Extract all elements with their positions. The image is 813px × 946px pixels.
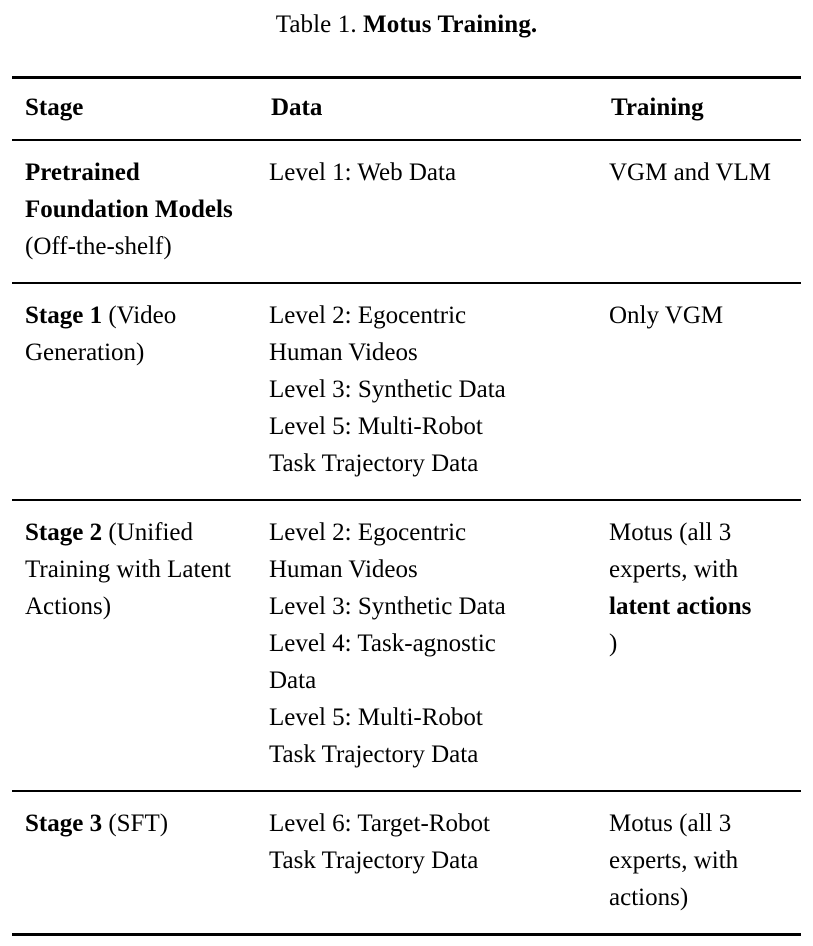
stage-qualifier: (Video Generation): [25, 302, 177, 366]
table-row: Stage 3 (SFT) Level 6: Target-Robot Task…: [12, 790, 801, 935]
training-line: Only VGM: [609, 302, 724, 329]
data-line: Level 5: Multi-Robot: [269, 413, 483, 440]
table-header: Stage Data Training: [12, 76, 801, 140]
table-header-row: Stage Data Training: [12, 76, 801, 140]
bottom-rule: [258, 933, 598, 937]
training-tail: ): [609, 630, 618, 657]
data-line: Level 5: Multi-Robot: [269, 704, 483, 731]
cell-training: Motus (all 3 experts, with actions): [598, 790, 801, 935]
table-row: Pretrained Foundation Models (Off-the-sh…: [12, 139, 801, 283]
stage-qualifier: (Unified Training with Latent Actions): [25, 519, 232, 620]
table-row: Stage 1 (Video Generation) Level 2: Egoc…: [12, 282, 801, 500]
data-line: Level 1: Web Data: [269, 159, 457, 186]
table-bottom-rule-row: [12, 933, 801, 937]
training-line-emphasis: latent actions): [609, 588, 791, 662]
data-line: Level 3: Synthetic Data: [269, 593, 506, 620]
motus-training-table: Stage Data Training Pretrained Foundatio…: [12, 76, 801, 937]
bottom-rule: [12, 933, 258, 937]
caption-title: Motus Training.: [363, 11, 538, 38]
data-line-list: Level 1: Web Data: [269, 154, 588, 191]
training-line-list: VGM and VLM: [609, 154, 791, 191]
data-line: Level 4: Task-agnostic: [269, 630, 496, 657]
data-line-list: Level 6: Target-Robot Task Trajectory Da…: [269, 805, 588, 879]
stage-qualifier: (Off-the-shelf): [25, 233, 172, 260]
training-bold-segment: latent actions: [609, 593, 752, 620]
training-line-list: Motus (all 3 experts, with latent action…: [609, 514, 791, 662]
data-line: Level 6: Target-Robot: [269, 810, 490, 837]
data-line: Level 2: Egocentric: [269, 519, 467, 546]
cell-stage: Stage 1 (Video Generation): [12, 282, 258, 500]
training-line: experts, with: [609, 556, 739, 583]
cell-stage: Stage 2 (Unified Training with Latent Ac…: [12, 499, 258, 791]
table-row: Stage 2 (Unified Training with Latent Ac…: [12, 499, 801, 791]
training-line-list: Only VGM: [609, 297, 791, 334]
column-header-stage: Stage: [12, 76, 258, 140]
training-line: Motus (all 3: [609, 810, 732, 837]
column-header-training: Training: [598, 76, 801, 140]
cell-data: Level 2: Egocentric Human Videos Level 3…: [258, 499, 598, 791]
table-caption: Table 1. Motus Training.: [0, 8, 813, 42]
training-line-list: Motus (all 3 experts, with actions): [609, 805, 791, 916]
cell-stage: Stage 3 (SFT): [12, 790, 258, 935]
data-line: Task Trajectory Data: [269, 450, 479, 477]
training-line: Motus (all 3: [609, 519, 732, 546]
training-line: actions): [609, 884, 689, 911]
data-line: Task Trajectory Data: [269, 847, 479, 874]
data-line-list: Level 2: Egocentric Human Videos Level 3…: [269, 297, 588, 482]
stage-name: Pretrained Foundation Models: [25, 159, 233, 223]
data-line: Task Trajectory Data: [269, 741, 479, 768]
training-line: VGM and VLM: [609, 159, 772, 186]
cell-data: Level 1: Web Data: [258, 139, 598, 283]
data-line: Level 2: Egocentric: [269, 302, 467, 329]
data-line: Human Videos: [269, 556, 418, 583]
cell-training: Only VGM: [598, 282, 801, 500]
data-line: Data: [269, 667, 317, 694]
cell-training: Motus (all 3 experts, with latent action…: [598, 499, 801, 791]
cell-stage: Pretrained Foundation Models (Off-the-sh…: [12, 139, 258, 283]
table: Stage Data Training Pretrained Foundatio…: [12, 76, 801, 937]
stage-name: Stage 2: [25, 519, 103, 546]
cell-data: Level 6: Target-Robot Task Trajectory Da…: [258, 790, 598, 935]
data-line: Level 3: Synthetic Data: [269, 376, 506, 403]
cell-training: VGM and VLM: [598, 139, 801, 283]
column-header-data: Data: [258, 76, 598, 140]
table-body: Pretrained Foundation Models (Off-the-sh…: [12, 139, 801, 937]
bottom-rule: [598, 933, 801, 937]
stage-name: Stage 1: [25, 302, 103, 329]
stage-name: Stage 3: [25, 810, 103, 837]
data-line: Human Videos: [269, 339, 418, 366]
stage-qualifier: (SFT): [108, 810, 169, 837]
data-line-list: Level 2: Egocentric Human Videos Level 3…: [269, 514, 588, 773]
training-line: experts, with: [609, 847, 739, 874]
cell-data: Level 2: Egocentric Human Videos Level 3…: [258, 282, 598, 500]
caption-prefix: Table 1.: [275, 11, 357, 38]
